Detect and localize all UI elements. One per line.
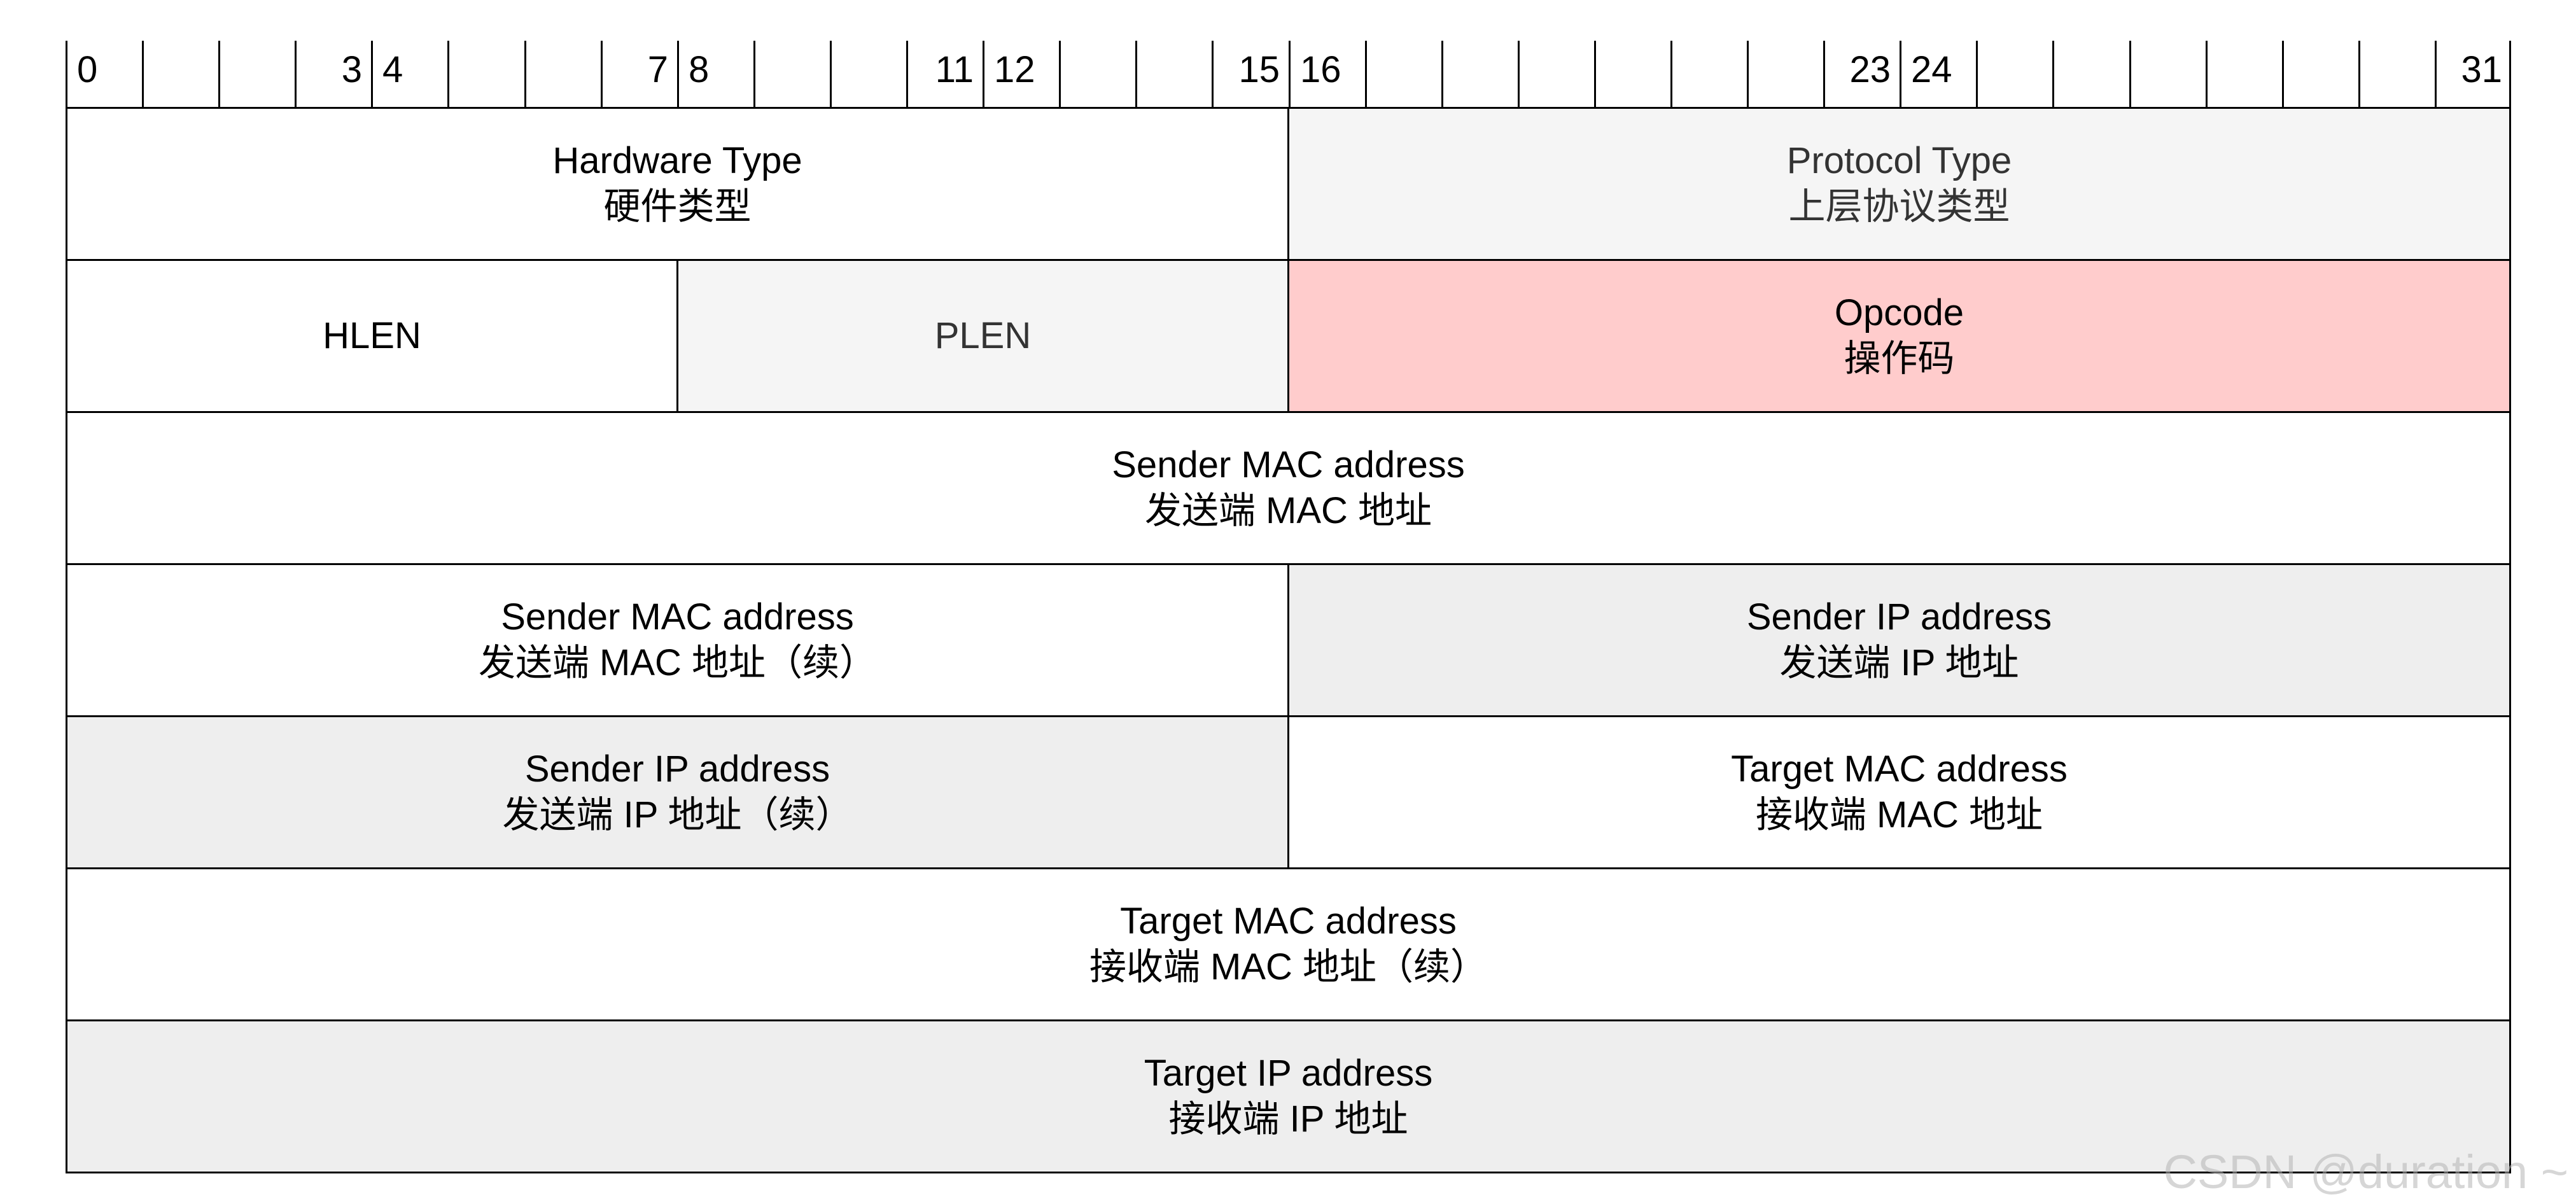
- target-mac-label-en: Target MAC address: [1731, 748, 2068, 790]
- bit-label: 23: [1849, 49, 1891, 90]
- field-sender-mac: Sender MAC address 发送端 MAC 地址: [66, 411, 2511, 565]
- bit-label: 24: [1911, 49, 1952, 90]
- bit-tick: [830, 41, 832, 108]
- bit-tick: [1823, 41, 1825, 108]
- bit-tick: [2052, 41, 2054, 108]
- bit-tick: [1900, 41, 1901, 108]
- field-target-mac: Target MAC address 接收端 MAC 地址: [1287, 715, 2511, 869]
- field-opcode: Opcode 操作码: [1287, 259, 2511, 413]
- target-mac-label-zh: 接收端 MAC 地址: [1755, 794, 2043, 836]
- bit-tick: [1289, 41, 1291, 108]
- bit-tick: [753, 41, 755, 108]
- bit-tick: [1441, 41, 1443, 108]
- field-target-mac-cont: Target MAC address 接收端 MAC 地址（续）: [66, 867, 2511, 1021]
- bit-tick: [2358, 41, 2360, 108]
- bit-label: 16: [1300, 49, 1341, 90]
- protocol-type-label-zh: 上层协议类型: [1788, 186, 2010, 227]
- field-plen: PLEN: [676, 259, 1289, 413]
- bit-tick: [524, 41, 526, 108]
- bit-tick: [295, 41, 297, 108]
- protocol-type-label-en: Protocol Type: [1786, 140, 2012, 181]
- bit-label: 0: [77, 49, 98, 90]
- target-ip-label-en: Target IP address: [1144, 1053, 1433, 1094]
- bit-tick: [983, 41, 984, 108]
- hardware-type-label-zh: 硬件类型: [603, 186, 752, 227]
- bit-label: 7: [647, 49, 668, 90]
- hlen-label: HLEN: [323, 315, 421, 356]
- bit-label: 3: [341, 49, 362, 90]
- bit-label: 12: [994, 49, 1035, 90]
- opcode-label-zh: 操作码: [1844, 338, 1955, 379]
- bit-tick: [1670, 41, 1672, 108]
- target-mac-cont-label-en: Target MAC address: [1120, 900, 1457, 942]
- bit-tick: [677, 41, 679, 108]
- field-hardware-type: Hardware Type 硬件类型: [66, 107, 1289, 261]
- watermark: CSDN @duration ~: [2163, 1145, 2568, 1198]
- bit-tick: [218, 41, 220, 108]
- sender-ip-cont-label-zh: 发送端 IP 地址（续）: [502, 794, 853, 836]
- sender-ip-label-zh: 发送端 IP 地址: [1779, 642, 2019, 683]
- bit-tick: [601, 41, 603, 108]
- opcode-label-en: Opcode: [1834, 292, 1964, 333]
- sender-ip-cont-label-en: Sender IP address: [524, 748, 830, 790]
- hardware-type-label-en: Hardware Type: [552, 140, 802, 181]
- target-mac-cont-label-zh: 接收端 MAC 地址（续）: [1089, 946, 1488, 988]
- bit-tick: [1135, 41, 1137, 108]
- bit-tick: [1747, 41, 1749, 108]
- target-ip-label-zh: 接收端 IP 地址: [1168, 1098, 1408, 1140]
- bit-tick: [2129, 41, 2131, 108]
- field-sender-ip-cont: Sender IP address 发送端 IP 地址（续）: [66, 715, 1289, 869]
- bit-label: 15: [1238, 49, 1280, 90]
- bit-tick: [2282, 41, 2284, 108]
- bit-tick: [142, 41, 144, 108]
- field-sender-mac-cont: Sender MAC address 发送端 MAC 地址（续）: [66, 563, 1289, 717]
- field-sender-ip: Sender IP address 发送端 IP 地址: [1287, 563, 2511, 717]
- bit-tick: [1365, 41, 1367, 108]
- sender-mac-cont-label-zh: 发送端 MAC 地址（续）: [478, 642, 877, 683]
- bit-tick: [1059, 41, 1061, 108]
- bit-label: 4: [382, 49, 403, 90]
- bit-tick: [447, 41, 449, 108]
- bit-tick: [66, 41, 67, 108]
- bit-tick: [2435, 41, 2437, 108]
- sender-mac-cont-label-en: Sender MAC address: [501, 596, 854, 638]
- bit-tick: [2206, 41, 2208, 108]
- sender-ip-label-en: Sender IP address: [1746, 596, 2052, 638]
- field-hlen: HLEN: [66, 259, 678, 413]
- sender-mac-label-zh: 发送端 MAC 地址: [1144, 490, 1432, 531]
- bit-tick: [906, 41, 908, 108]
- field-target-ip: Target IP address 接收端 IP 地址: [66, 1019, 2511, 1173]
- sender-mac-label-en: Sender MAC address: [1112, 444, 1465, 486]
- plen-label: PLEN: [934, 315, 1032, 356]
- bit-label: 8: [689, 49, 710, 90]
- bit-tick: [1518, 41, 1520, 108]
- bit-label: 11: [935, 49, 974, 90]
- bit-tick: [1212, 41, 1214, 108]
- bit-tick: [1594, 41, 1596, 108]
- bit-tick: [1976, 41, 1978, 108]
- bit-tick: [2509, 41, 2511, 108]
- bit-label: 31: [2461, 49, 2502, 90]
- field-protocol-type: Protocol Type 上层协议类型: [1287, 107, 2511, 261]
- bit-tick: [371, 41, 373, 108]
